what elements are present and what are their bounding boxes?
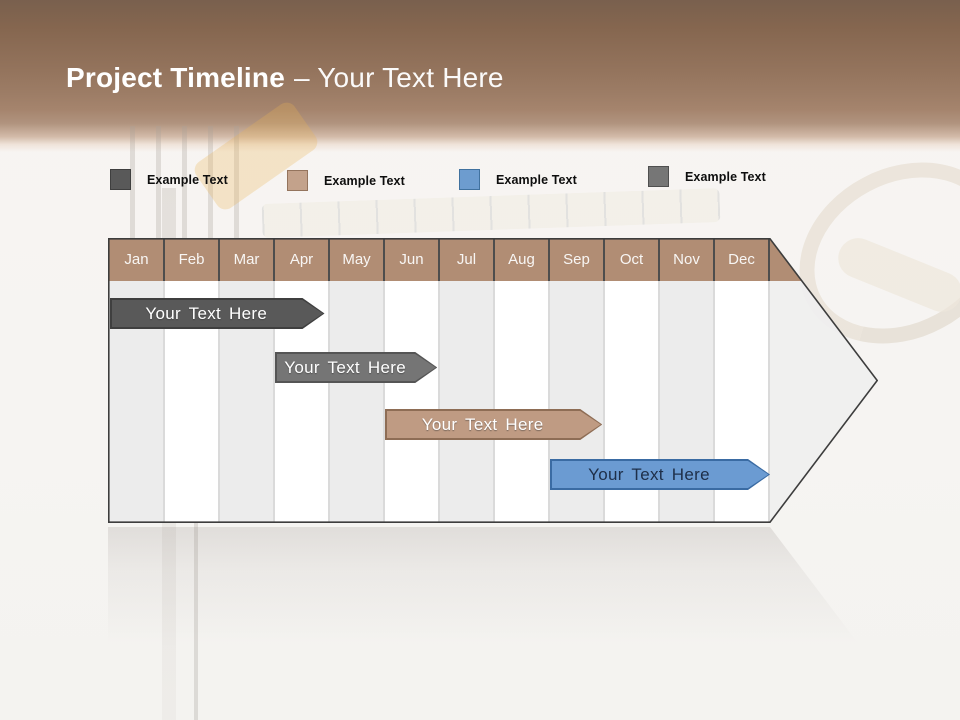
- month-column: [440, 281, 495, 523]
- month-header-cell: Jan: [110, 238, 165, 281]
- task-bar-label: Your Text Here: [421, 414, 544, 434]
- timeline-task-bar: Your Text Here: [110, 298, 325, 329]
- month-header-cell: Jul: [440, 238, 495, 281]
- month-header-cell: Aug: [495, 238, 550, 281]
- title-banner: [0, 0, 960, 152]
- slide-title: Project Timeline – Your Text Here: [66, 62, 504, 94]
- legend-color-swatch: [287, 170, 308, 191]
- month-header-cell: Nov: [660, 238, 715, 281]
- month-header-cell: Mar: [220, 238, 275, 281]
- legend-label: Example Text: [147, 172, 228, 187]
- legend-label: Example Text: [496, 172, 577, 187]
- month-header-cell: Sep: [550, 238, 605, 281]
- slide-title-subtitle: – Your Text Here: [293, 62, 504, 93]
- month-column: [385, 281, 440, 523]
- month-column: [495, 281, 550, 523]
- month-header-cell: Oct: [605, 238, 660, 281]
- legend-label: Example Text: [685, 169, 766, 184]
- timeline-task-bar: Your Text Here: [550, 459, 770, 490]
- legend-item: Example Text: [459, 169, 577, 190]
- timeline-task-bar: Your Text Here: [275, 352, 437, 383]
- month-header-cell: May: [330, 238, 385, 281]
- month-header-cell: Jun: [385, 238, 440, 281]
- legend-color-swatch: [459, 169, 480, 190]
- task-bar-label: Your Text Here: [588, 464, 710, 484]
- legend-item: Example Text: [648, 166, 766, 187]
- legend-color-swatch: [648, 166, 669, 187]
- legend-color-swatch: [110, 169, 131, 190]
- month-header-cell: Apr: [275, 238, 330, 281]
- month-header-cell: Dec: [715, 238, 770, 281]
- slide-title-emphasis: Project Timeline: [66, 62, 285, 93]
- task-bar-label: Your Text Here: [284, 357, 406, 377]
- timeline-task-bar: Your Text Here: [385, 409, 602, 440]
- timeline-reflection: [108, 527, 878, 720]
- legend-item: Example Text: [287, 170, 405, 191]
- month-column: [330, 281, 385, 523]
- measuring-tape-decoration: [261, 188, 721, 238]
- legend-item: Example Text: [110, 169, 228, 190]
- task-bar-label: Your Text Here: [145, 303, 268, 323]
- month-header-cell: Feb: [165, 238, 220, 281]
- legend-label: Example Text: [324, 173, 405, 188]
